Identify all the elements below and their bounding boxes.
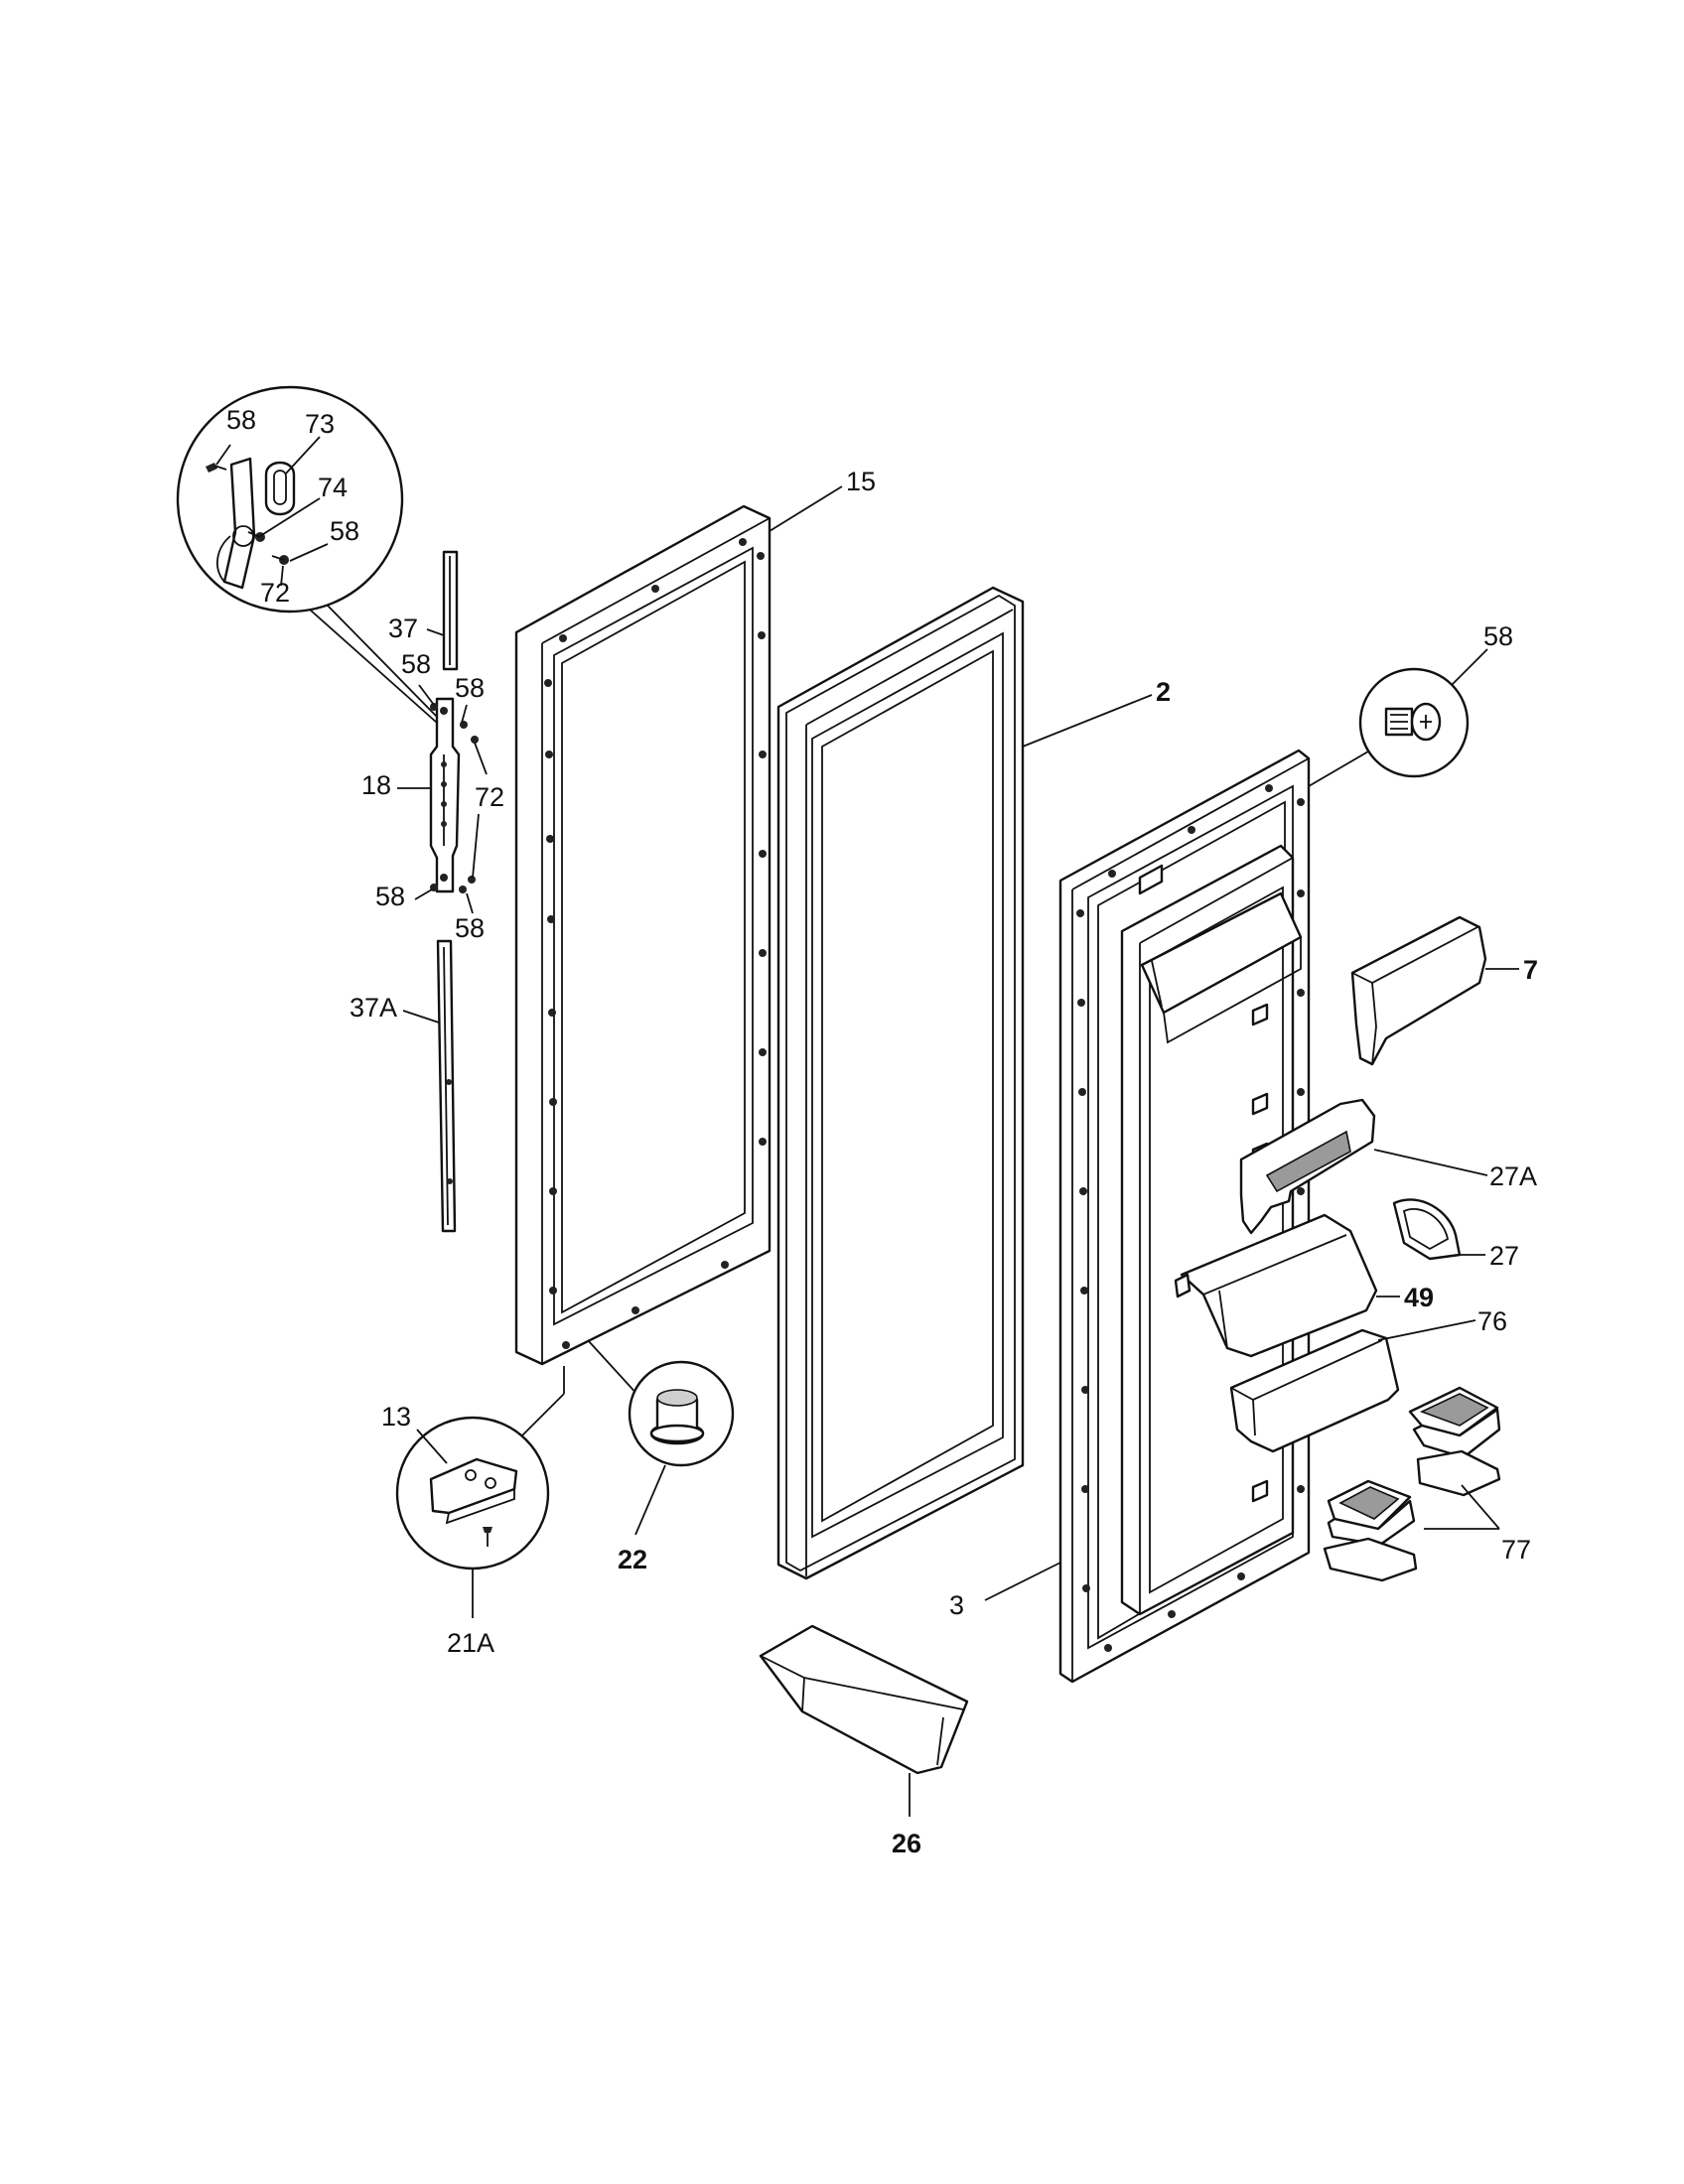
- label-77: 77: [1501, 1535, 1531, 1565]
- label-37A: 37A: [350, 993, 397, 1023]
- door-frame: [509, 485, 843, 1448]
- bin-76: [1229, 1319, 1476, 1453]
- label-72: 72: [475, 782, 504, 812]
- hinge-detail-callout: [176, 385, 438, 724]
- screw-detail-callout: [1358, 648, 1488, 778]
- bin-26: [759, 1624, 969, 1817]
- label-58-c: 58: [375, 882, 405, 911]
- door-27A: [1239, 1098, 1488, 1235]
- bearing-detail-callout: [628, 1360, 735, 1536]
- hinge-assembly: [397, 550, 488, 1233]
- label-73: 73: [305, 409, 335, 439]
- label-49: 49: [1404, 1283, 1434, 1312]
- label-58-d: 58: [455, 913, 485, 943]
- part-27: [1392, 1198, 1485, 1261]
- label-7: 7: [1523, 955, 1538, 985]
- label-58-detail-b: 58: [330, 516, 359, 546]
- label-26: 26: [892, 1829, 921, 1858]
- cups-77: [1323, 1386, 1501, 1582]
- bin-49: [1174, 1213, 1400, 1358]
- label-37: 37: [388, 614, 418, 643]
- label-22: 22: [618, 1545, 647, 1574]
- label-27A: 27A: [1489, 1161, 1537, 1191]
- label-3: 3: [949, 1590, 964, 1620]
- label-58-a: 58: [401, 649, 431, 679]
- label-15: 15: [846, 467, 876, 496]
- label-2: 2: [1156, 677, 1171, 707]
- inner-door-liner: [984, 744, 1381, 1684]
- part-labels: 58 73 74 58 72 15 37 58 58 18 72 58 58 3…: [226, 405, 1538, 1858]
- label-58-screw: 58: [1483, 621, 1513, 651]
- label-76: 76: [1477, 1306, 1507, 1336]
- label-13: 13: [381, 1402, 411, 1432]
- label-21A: 21A: [447, 1628, 494, 1658]
- bracket-detail-callout: [395, 1416, 550, 1618]
- door-gasket: [776, 586, 1153, 1580]
- label-72-detail: 72: [260, 578, 290, 608]
- dairy-door-7: [1350, 915, 1519, 1066]
- label-58-detail-a: 58: [226, 405, 256, 435]
- label-27: 27: [1489, 1241, 1519, 1271]
- label-58-b: 58: [455, 673, 485, 703]
- label-18: 18: [361, 770, 391, 800]
- label-74: 74: [318, 473, 348, 502]
